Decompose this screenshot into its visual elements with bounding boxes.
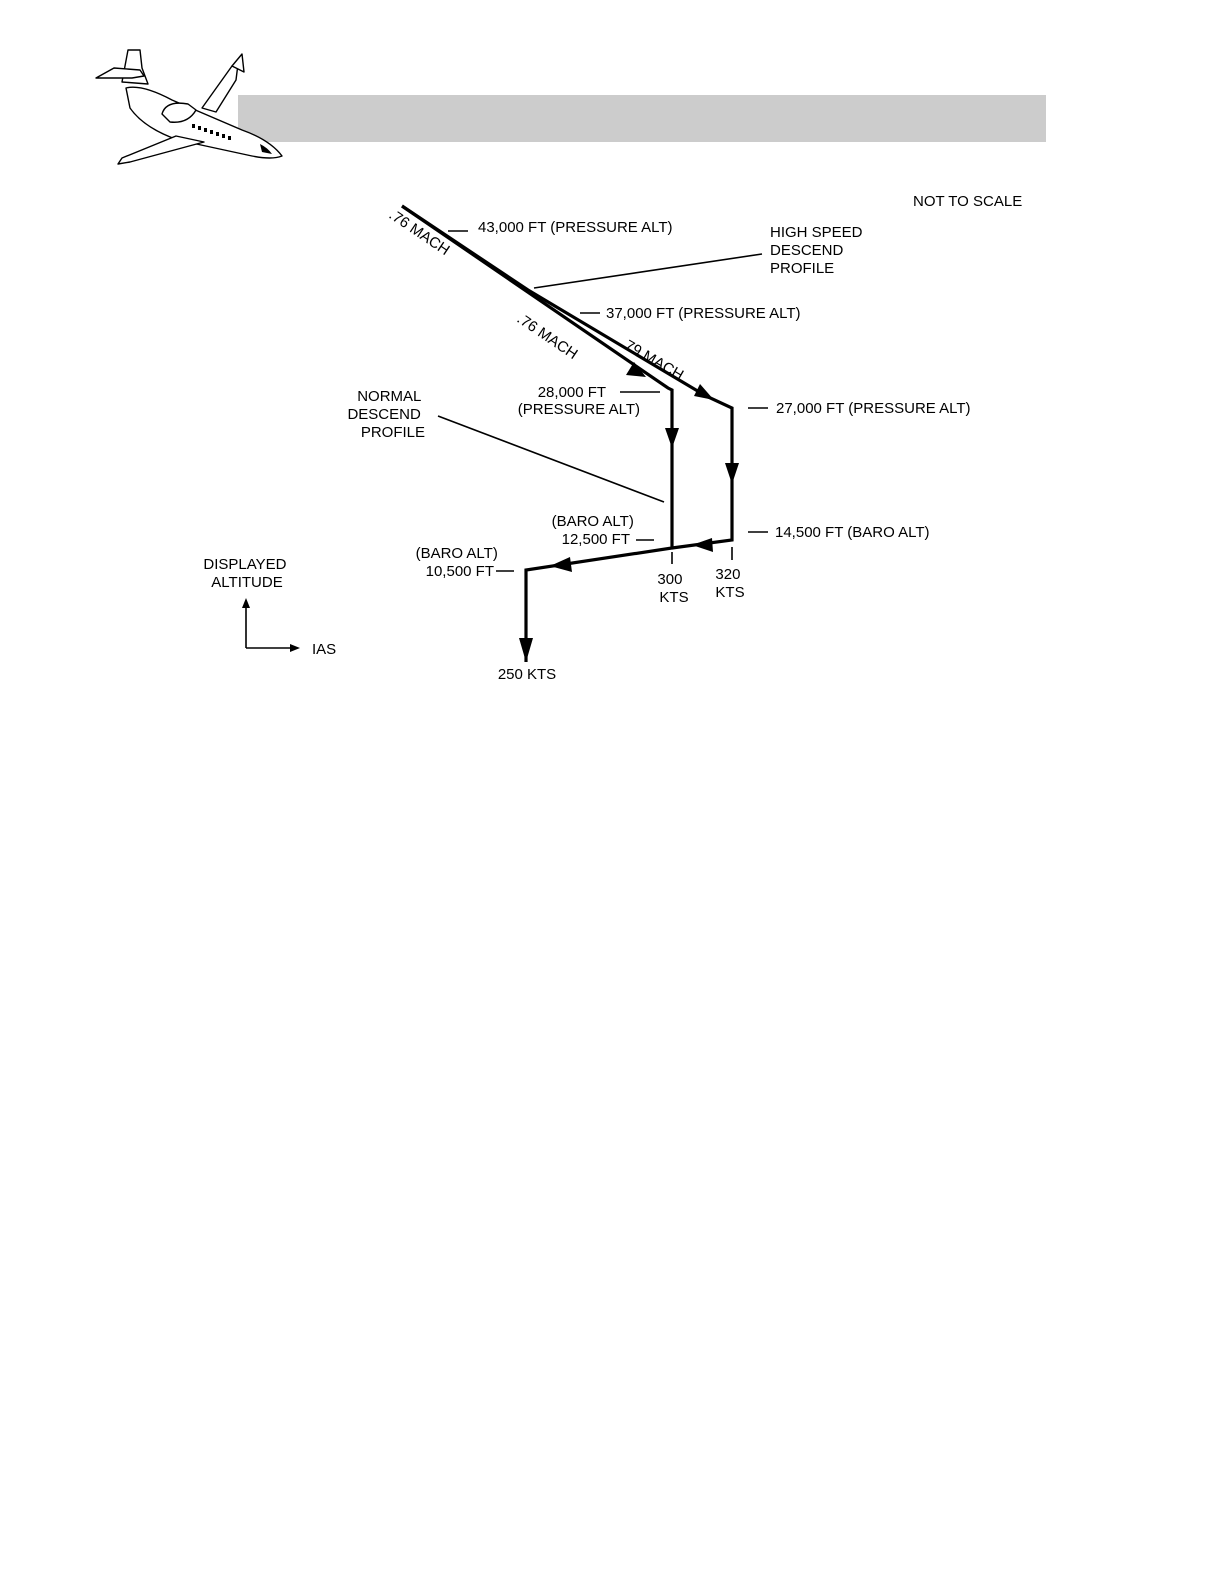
scale-note: NOT TO SCALE [913,193,1022,210]
normal-profile-line1: NORMAL [357,388,421,405]
axes-legend [242,598,300,652]
normal-profile-line3: PROFILE [361,424,425,441]
arrow-normal-vertical [665,428,679,448]
high-speed-profile-label: HIGH SPEED DESCEND PROFILE [770,224,867,277]
arrow-high-left [692,538,713,552]
label-14500: 14,500 FT (BARO ALT) [775,524,930,541]
arrow-high-diagonal [694,384,714,400]
label-10500: (BARO ALT) 10,500 FT [416,545,502,580]
axis-y-line2: ALTITUDE [211,574,282,591]
normal-profile-line2: DESCEND [347,406,421,423]
label-28000-line2: (PRESSURE ALT) [518,401,640,418]
label-28000-line1: 28,000 FT [538,384,606,401]
kts-300-line2: KTS [659,589,688,606]
label-10500-line1: (BARO ALT) [416,545,498,562]
high-speed-descent-path [402,206,732,548]
kts-320-label: 320 KTS [715,566,744,601]
descent-profile-diagram: NOT TO SCALE [0,0,1224,760]
label-12500: (BARO ALT) 12,500 FT [552,513,638,548]
mach-normal-label: .76 MACH [514,310,581,363]
label-37000: 37,000 FT (PRESSURE ALT) [606,305,801,322]
high-speed-profile-line1: HIGH SPEED [770,224,863,241]
arrow-high-vertical [725,463,739,484]
kts-320-line1: 320 [715,566,740,583]
axis-x-label: IAS [312,641,336,658]
normal-descent-path [402,206,672,662]
kts-250-label: 250 KTS [498,666,556,683]
label-leaders [438,254,762,502]
label-43000: 43,000 FT (PRESSURE ALT) [478,219,673,236]
label-12500-line2: 12,500 FT [562,531,630,548]
axis-y-line1: DISPLAYED [203,556,286,573]
kts-300-label: 300 KTS [657,571,688,606]
kts-320-line2: KTS [715,584,744,601]
arrow-final-down [519,638,533,662]
high-speed-profile-line2: DESCEND [770,242,844,259]
label-12500-line1: (BARO ALT) [552,513,634,530]
label-27000: 27,000 FT (PRESSURE ALT) [776,400,971,417]
axis-y-label: DISPLAYED ALTITUDE [203,556,290,591]
high-speed-profile-line3: PROFILE [770,260,834,277]
label-28000: 28,000 FT (PRESSURE ALT) [518,384,640,418]
normal-profile-label: NORMAL DESCEND PROFILE [347,388,425,441]
label-10500-line2: 10,500 FT [426,563,494,580]
kts-300-line1: 300 [657,571,682,588]
